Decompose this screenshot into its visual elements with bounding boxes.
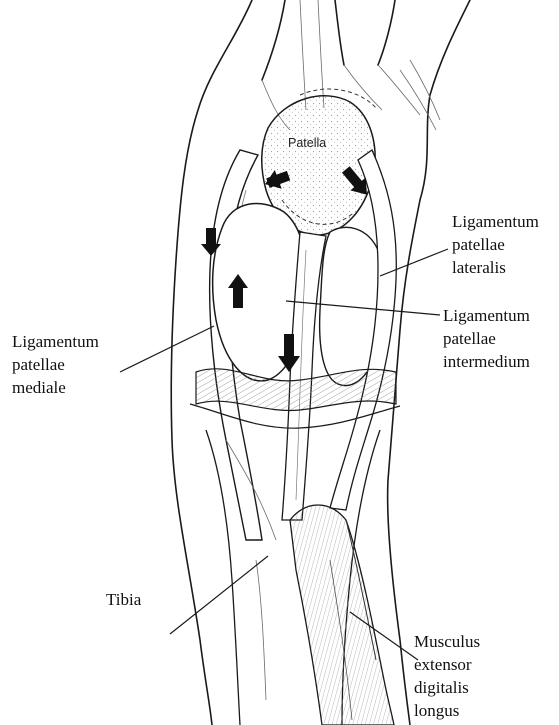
label-line: mediale xyxy=(12,376,99,399)
label-tibia: Tibia xyxy=(106,588,141,611)
label-ligamentum-mediale: Ligamentum patellae mediale xyxy=(12,330,99,399)
label-ligamentum-lateralis: Ligamentum patellae lateralis xyxy=(452,210,539,279)
label-line: patellae xyxy=(452,233,539,256)
label-line: longus xyxy=(414,699,480,722)
label-line: digitalis xyxy=(414,676,480,699)
label-line: Musculus xyxy=(414,630,480,653)
extensor-muscle xyxy=(290,505,394,725)
label-patella: Patella xyxy=(288,136,326,150)
label-line: lateralis xyxy=(452,256,539,279)
label-ligamentum-intermedium: Ligamentum patellae intermedium xyxy=(443,304,530,373)
label-line: patellae xyxy=(12,353,99,376)
label-line: intermedium xyxy=(443,350,530,373)
label-line: Ligamentum xyxy=(443,304,530,327)
label-musculus-extensor: Musculus extensor digitalis longus xyxy=(414,630,480,722)
label-line: Ligamentum xyxy=(12,330,99,353)
label-line: extensor xyxy=(414,653,480,676)
label-line: Ligamentum xyxy=(452,210,539,233)
label-line: patellae xyxy=(443,327,530,350)
